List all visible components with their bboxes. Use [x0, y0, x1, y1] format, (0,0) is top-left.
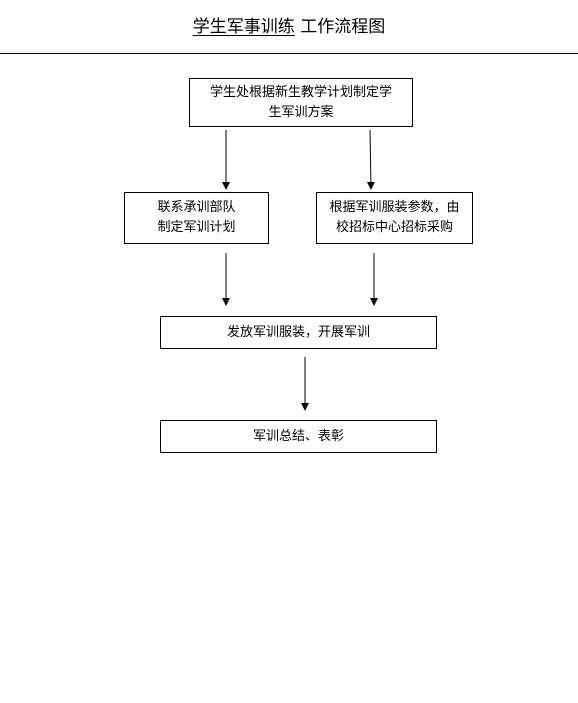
node-step2b-line-1: 根据军训服装参数，由 [329, 200, 460, 215]
node-step2a: 联系承训部队 制定军训计划 [124, 192, 269, 244]
node-step3-line-1: 发放军训服装，开展军训 [226, 324, 370, 340]
arrow-step1-to-step2b [366, 129, 375, 190]
node-step2b-text: 根据军训服装参数，由 校招标中心招标采购 [329, 198, 459, 238]
node-step2a-text: 联系承训部队 制定军训计划 [157, 198, 235, 238]
node-step1-line-1: 学生处根据新生教学计划制定学 [209, 84, 392, 100]
node-step2a-line-2: 制定军训计划 [157, 220, 236, 235]
node-step3: 发放军训服装，开展军训 [160, 316, 437, 349]
node-step2b: 根据军训服装参数，由 校招标中心招标采购 [316, 192, 473, 244]
node-step1-line-2: 生军训方案 [268, 104, 334, 120]
title-underlined-part: 学生军事训练 [192, 17, 295, 37]
node-step4: 军训总结、表彰 [160, 420, 437, 453]
page-title: 学生军事训练 工作流程图 [0, 16, 578, 38]
node-step2b-line-2: 校招标中心招标采购 [335, 220, 453, 235]
node-step4-line-1: 军训总结、表彰 [252, 428, 344, 444]
node-step2a-line-1: 联系承训部队 [157, 200, 236, 215]
node-step1: 学生处根据新生教学计划制定学 生军训方案 [189, 78, 413, 127]
header-divider [0, 53, 578, 54]
node-step1-text: 学生处根据新生教学计划制定学 生军训方案 [210, 83, 392, 123]
title-plain-part: 工作流程图 [300, 17, 386, 37]
